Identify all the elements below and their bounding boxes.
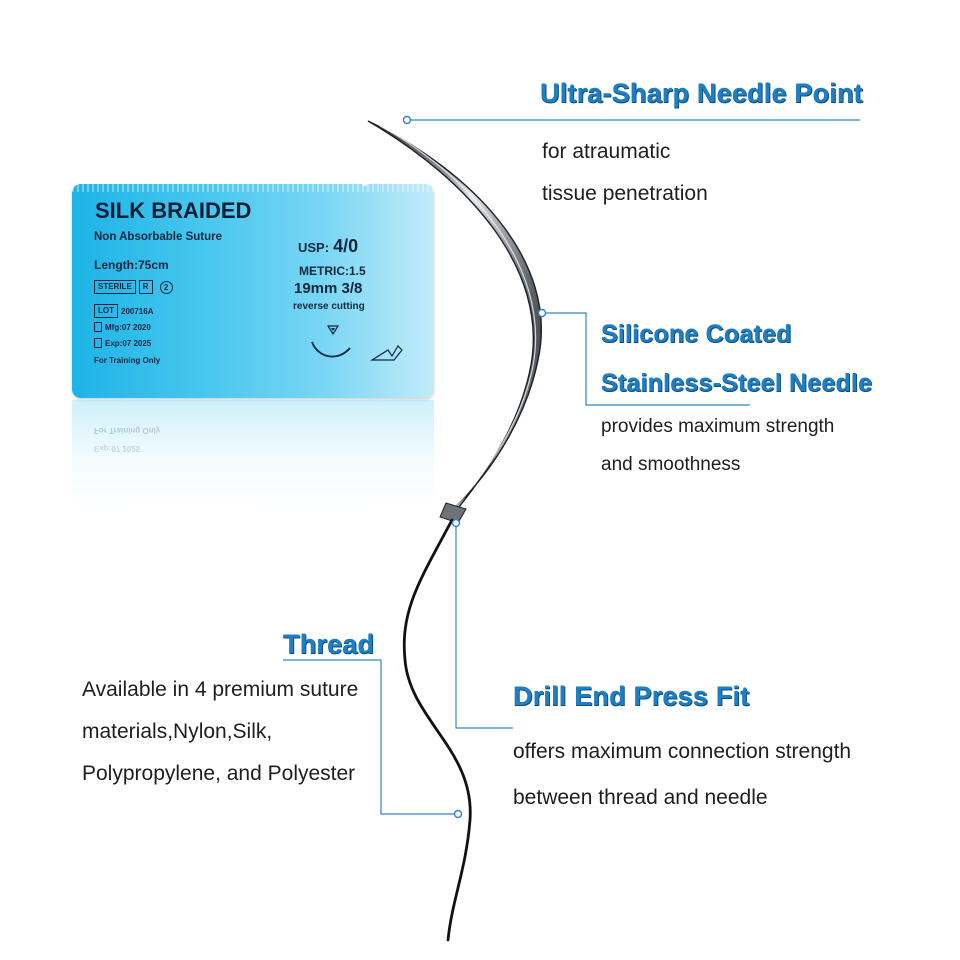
lot-number: 200716A: [121, 306, 154, 316]
package-reflection: For Training Only Exp:07 2025: [72, 400, 434, 510]
reflection-exp: Exp:07 2025: [94, 444, 141, 453]
package-subtitle: Non Absorbable Suture: [94, 231, 222, 243]
package-usp: USP:4/0: [298, 236, 358, 257]
drill-end-title: Drill End Press Fit: [513, 681, 750, 711]
thread-line: Available in 4 premium suture: [82, 678, 359, 701]
callout-coating: [537, 308, 750, 406]
reflection-note: For Training Only: [94, 426, 161, 435]
callout-needle-point: [402, 115, 860, 125]
drill-end-line: offers maximum connection strength: [513, 740, 852, 763]
lot-label: LOT: [94, 304, 118, 318]
hourglass-icon: [94, 338, 102, 348]
drill-end-line: between thread and needle: [513, 786, 768, 809]
coating-description: provides maximum strength and smoothness: [601, 408, 834, 484]
package-needle-type: reverse cutting: [293, 301, 365, 312]
single-use-icon: 2: [159, 280, 173, 294]
needle-point-description: for atraumatic tissue penetration: [542, 131, 708, 215]
package-metric: METRIC:1.5: [299, 264, 366, 278]
suture-package: SILK BRAIDED Non Absorbable Suture Lengt…: [72, 184, 434, 398]
needle-diagram-icon: [311, 325, 403, 361]
package-needle-size: 19mm 3/8: [294, 280, 363, 297]
factory-icon: [94, 322, 102, 332]
package-length: Length:75cm: [94, 258, 169, 272]
needle-highlight: [379, 125, 537, 507]
sterile-r-symbol: R: [138, 280, 153, 294]
package-symbols: STERILE R 2: [94, 280, 173, 294]
package-lot: LOT 200716A: [94, 304, 153, 318]
package-title: SILK BRAIDED: [95, 198, 252, 223]
usp-value: 4/0: [333, 236, 359, 256]
package-notch: [362, 184, 368, 186]
thread-line: materials,Nylon,Silk,: [82, 720, 273, 743]
needle-point-title: Ultra-Sharp Needle Point: [540, 78, 863, 108]
thread-description: Available in 4 premium suture materials,…: [82, 669, 358, 795]
thread-title: Thread: [283, 629, 375, 659]
coating-line: provides maximum strength: [601, 416, 835, 437]
callout-drill-end: [451, 518, 513, 729]
sterile-symbol: STERILE: [94, 280, 136, 294]
coating-title-line: Stainless-Steel Needle: [601, 369, 873, 397]
suture-thread: [402, 518, 472, 942]
callout-thread: [283, 659, 463, 819]
needle-point-line: for atraumatic: [542, 140, 671, 163]
coating-line: and smoothness: [601, 454, 741, 475]
exp-date: Exp:07 2025: [105, 338, 152, 348]
mfg-date: Mfg:07 2020: [105, 322, 151, 332]
drill-end-description: offers maximum connection strength betwe…: [513, 729, 851, 821]
usp-label: USP:: [298, 240, 330, 255]
package-mfg: Mfg:07 2020: [94, 322, 151, 332]
thread-line: Polypropylene, and Polyester: [82, 762, 356, 785]
needle-point-line: tissue penetration: [542, 182, 708, 205]
package-note: For Training Only: [94, 356, 161, 365]
coating-title-line: Silicone Coated: [601, 320, 792, 348]
coating-title: Silicone Coated Stainless-Steel Needle: [601, 310, 872, 408]
package-exp: Exp:07 2025: [94, 338, 151, 348]
